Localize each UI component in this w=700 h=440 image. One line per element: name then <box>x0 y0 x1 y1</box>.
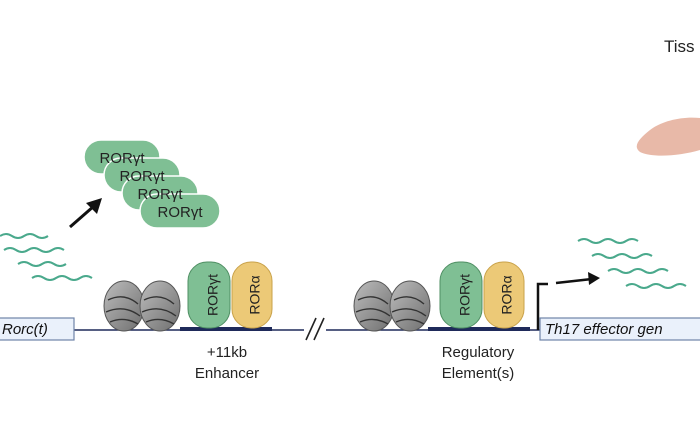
gene-rorc-box: Rorc(t) <box>0 317 75 341</box>
rna-transcripts-right <box>577 238 687 289</box>
nucleosome-icon <box>103 280 145 332</box>
regulatory-bound-factors: RORγt RORα <box>439 261 525 329</box>
rorgt-factor-regulatory <box>439 261 483 329</box>
rorgt-label-enhancer: RORγt <box>205 274 221 316</box>
regulatory-label-line1: Regulatory <box>442 344 515 361</box>
rora-label-enhancer: RORα <box>247 275 263 314</box>
gene-effector-box: Th17 effector gen <box>539 317 700 341</box>
gene-rorc-label: Rorc(t) <box>2 321 48 338</box>
dna-break-icon <box>305 317 325 341</box>
rorgt-stack-label-1: RORγt <box>100 150 146 167</box>
rna-transcripts-left <box>0 233 93 281</box>
enhancer-bound-factors: RORγt RORα <box>187 261 273 329</box>
enhancer-label-line2: Enhancer <box>195 365 259 382</box>
rora-label-regulatory: RORα <box>499 275 515 314</box>
rorgt-protein-stack: RORγt RORγt RORγt RORγt <box>83 139 221 229</box>
nucleosome-pair-right <box>353 280 431 332</box>
transcript-arrow-icon <box>555 272 600 285</box>
rorgt-stack-label-2: RORγt <box>120 168 166 185</box>
rorgt-stack-label-4: RORγt <box>158 204 204 221</box>
nucleosome-icon <box>353 280 395 332</box>
nucleosome-icon <box>389 280 431 332</box>
nucleosome-icon <box>139 280 181 332</box>
title-fragment: Tiss <box>664 37 695 56</box>
tissue-shape <box>636 117 700 156</box>
rora-factor-regulatory <box>483 261 525 329</box>
promoter-arrow-icon <box>536 282 548 330</box>
nucleosome-pair-left <box>103 280 181 332</box>
rorgt-stack-label-3: RORγt <box>138 186 184 203</box>
rorgt-factor-enhancer <box>187 261 231 329</box>
regulatory-label-line2: Element(s) <box>442 365 515 382</box>
enhancer-label-line1: +11kb <box>207 344 247 361</box>
rorgt-label-regulatory: RORγt <box>457 274 473 316</box>
rorgt-stack-bubble-4 <box>139 193 221 229</box>
translation-arrow-icon <box>69 198 102 229</box>
rora-factor-enhancer <box>231 261 273 329</box>
gene-effector-label: Th17 effector gen <box>545 321 663 338</box>
